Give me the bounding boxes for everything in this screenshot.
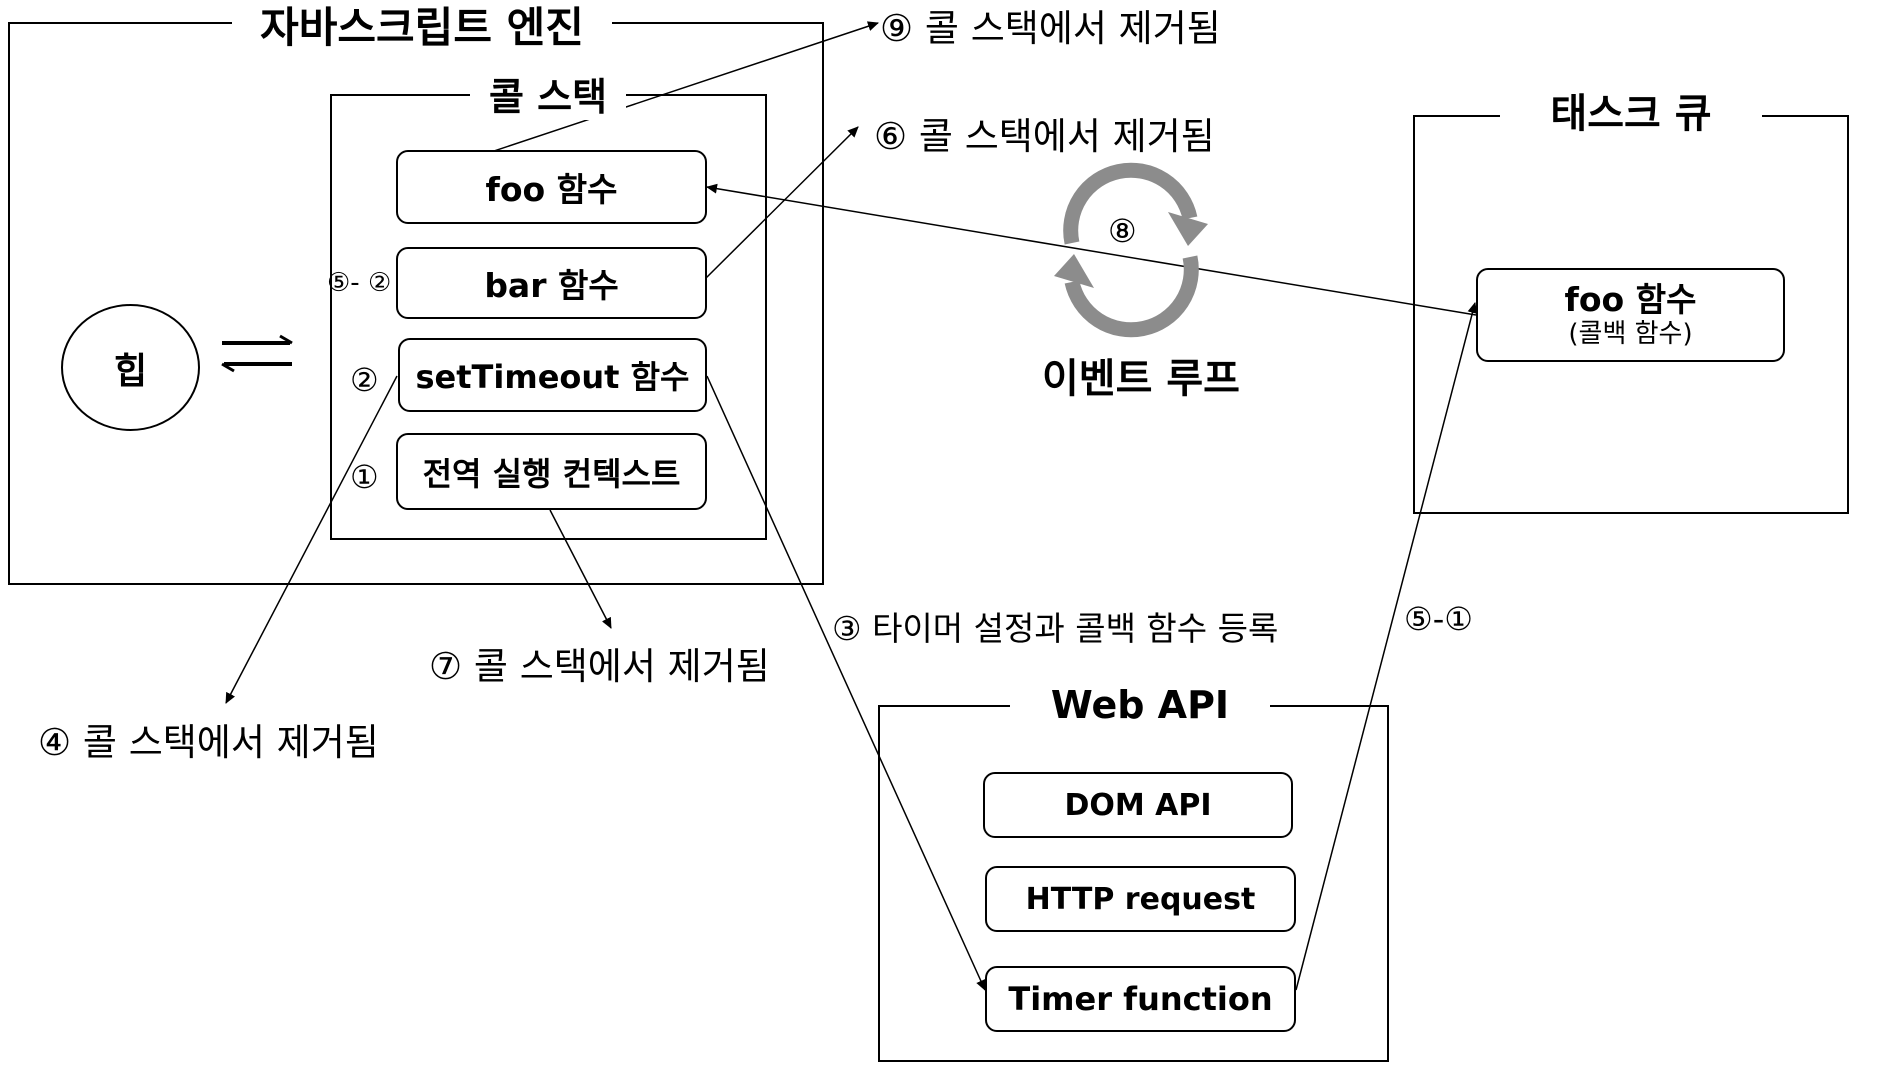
arrow-step3 (706, 375, 986, 991)
call-stack-frame-global: 전역 실행 컨텍스트 (396, 433, 707, 510)
web-api-item-timer: Timer function (985, 966, 1296, 1032)
arrow-step5-1 (1295, 302, 1478, 991)
step-2-label: ② (350, 361, 379, 399)
call-stack-frame-label: foo 함수 (485, 170, 618, 209)
call-stack-frame-label: 전역 실행 컨텍스트 (422, 454, 681, 493)
arrow-step7 (549, 509, 612, 629)
web-api-item-dom: DOM API (983, 772, 1293, 838)
task-queue-item-sub: (콜백 함수) (1568, 319, 1693, 349)
heap-circle: 힙 (61, 304, 200, 431)
step-5-2-label: ⑤- ② (327, 268, 392, 298)
js-engine-title: 자바스크립트 엔진 (232, 2, 612, 54)
call-stack-frame-bar: bar 함수 (396, 247, 707, 319)
step-4-label: ④ 콜 스택에서 제거됨 (38, 721, 379, 764)
step-1-label: ① (350, 458, 379, 496)
step-5-1-label: ⑤-① (1404, 600, 1473, 638)
task-queue-title: 태스크 큐 (1500, 90, 1762, 138)
web-api-item-label: Timer function (1008, 980, 1273, 1018)
task-queue-item-label: foo 함수 (1564, 280, 1697, 319)
step-3-label: ③ 타이머 설정과 콜백 함수 등록 (832, 609, 1279, 648)
web-api-title: Web API (1010, 682, 1270, 728)
call-stack-frame-settimeout: setTimeout 함수 (398, 338, 707, 412)
arrow-step4 (225, 375, 398, 704)
step-8-label: ⑧ (1108, 212, 1137, 250)
call-stack-frame-label: bar 함수 (484, 266, 619, 305)
web-api-item-http: HTTP request (985, 866, 1296, 932)
arrow-event-loop-push (706, 183, 1477, 316)
step-7-label: ⑦ 콜 스택에서 제거됨 (429, 645, 770, 688)
step-6-label: ⑥ 콜 스택에서 제거됨 (874, 115, 1215, 158)
web-api-item-label: HTTP request (1025, 881, 1256, 917)
task-queue-item-foo: foo 함수 (콜백 함수) (1476, 268, 1785, 362)
arrow-step6 (703, 126, 859, 281)
call-stack-frame-label: setTimeout 함수 (415, 358, 690, 396)
call-stack-title: 콜 스택 (470, 74, 626, 120)
event-loop-label: 이벤트 루프 (1042, 356, 1240, 402)
event-loop-cycle-icon (1054, 162, 1208, 338)
call-stack-frame-foo: foo 함수 (396, 150, 707, 224)
web-api-item-label: DOM API (1064, 787, 1212, 823)
step-9-label: ⑨ 콜 스택에서 제거됨 (880, 7, 1221, 50)
